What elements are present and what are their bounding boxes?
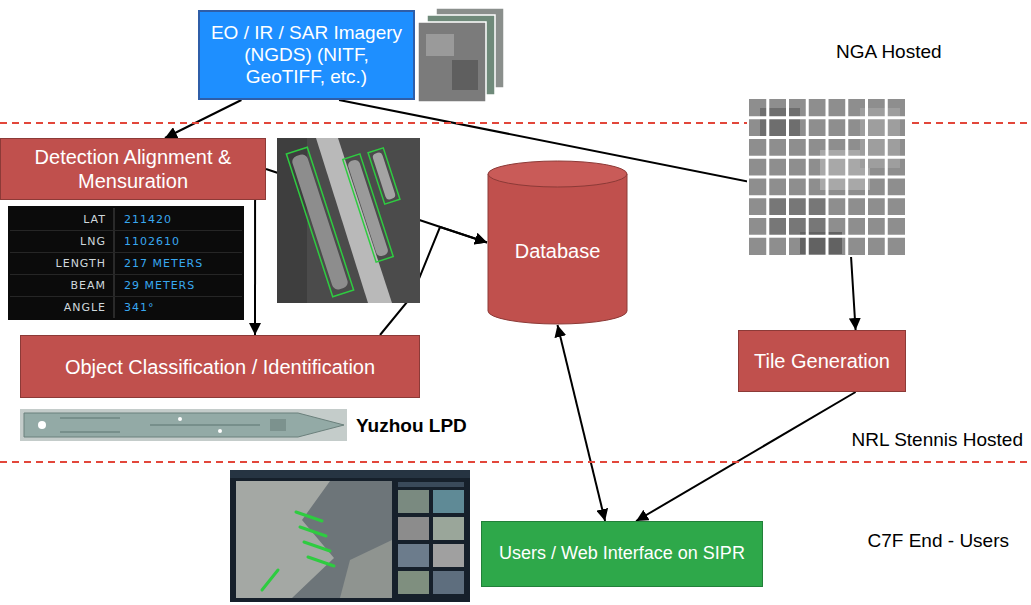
flow-arrow bbox=[558, 325, 606, 521]
cylinder-top bbox=[488, 161, 627, 187]
sidebar-thumbnail bbox=[433, 571, 464, 594]
sidebar-thumbnail bbox=[433, 544, 464, 567]
table-cell: LAT bbox=[83, 213, 106, 227]
table-cell: 211420 bbox=[124, 213, 172, 227]
region-label: NGA Hosted bbox=[836, 40, 942, 64]
table-cell: 217 METERS bbox=[124, 257, 203, 271]
image-texture bbox=[426, 34, 454, 56]
screenshot-map bbox=[236, 481, 392, 598]
map-land bbox=[340, 540, 392, 598]
node-text: Tile Generation bbox=[754, 349, 890, 373]
image-caption: Yuzhou LPD bbox=[356, 414, 467, 438]
table-cell: 341° bbox=[124, 301, 155, 315]
panel-divider bbox=[114, 208, 115, 318]
panel-row-rule bbox=[10, 231, 242, 297]
ship-detection bbox=[368, 148, 400, 204]
sidebar-thumbnail bbox=[398, 517, 429, 540]
ship-hull bbox=[291, 153, 349, 291]
node-text: Object Classification / Identification bbox=[65, 355, 375, 379]
boundary-line bbox=[0, 461, 1031, 463]
database-cylinder: Database bbox=[487, 160, 628, 325]
ship-hull bbox=[24, 413, 344, 437]
table-cell: LENGTH bbox=[56, 257, 106, 271]
sidebar-thumbnail bbox=[398, 571, 429, 594]
source-box: EO / IR / SAR Imagery (NGDS) (NITF, GeoT… bbox=[198, 10, 415, 100]
sidebar-header bbox=[398, 482, 464, 487]
process-box: Tile Generation bbox=[738, 330, 906, 392]
table-cell: ANGLE bbox=[64, 301, 106, 315]
ship-deck-line bbox=[60, 418, 260, 432]
image-texture bbox=[452, 60, 478, 90]
node-text: EO / IR / SAR Imagery (NGDS) (NITF, GeoT… bbox=[208, 22, 405, 88]
tile-gap bbox=[748, 98, 906, 256]
map-land bbox=[236, 481, 334, 598]
ship-marker bbox=[262, 512, 334, 590]
interface-box: Users / Web Interface on SIPR bbox=[481, 521, 763, 587]
ship-image bbox=[20, 409, 347, 441]
alignment-box bbox=[368, 148, 400, 204]
node-text: Database bbox=[515, 239, 601, 263]
process-box: Detection Alignment & Mensuration bbox=[0, 138, 266, 200]
image-thumbnail bbox=[418, 22, 486, 102]
sidebar-thumbnail bbox=[398, 544, 429, 567]
tile-grid bbox=[748, 98, 906, 256]
deck-marking bbox=[38, 421, 46, 429]
deck-marking bbox=[178, 417, 182, 421]
process-box: Object Classification / Identification bbox=[20, 335, 420, 398]
sidebar-thumbnail bbox=[398, 490, 429, 513]
table-cell: 1102610 bbox=[124, 235, 180, 249]
tile-border bbox=[748, 98, 906, 256]
alignment-box bbox=[286, 147, 353, 296]
region-label: C7F End - Users bbox=[868, 529, 1009, 553]
table-cell: BEAM bbox=[70, 279, 106, 293]
flow-arrow bbox=[165, 100, 241, 138]
cylinder-body bbox=[488, 174, 627, 324]
ship-detection bbox=[286, 147, 353, 296]
detection-image bbox=[277, 138, 420, 303]
node-text: Users / Web Interface on SIPR bbox=[499, 543, 745, 565]
sidebar-thumbnail bbox=[433, 517, 464, 540]
flow-arrow bbox=[254, 200, 256, 335]
sidebar-thumbnail bbox=[433, 490, 464, 513]
region-label: NRL Stennis Hosted bbox=[852, 428, 1023, 452]
flow-arrow bbox=[636, 392, 856, 521]
screenshot-frame bbox=[230, 470, 470, 602]
table-cell: LNG bbox=[80, 235, 106, 249]
tile-texture bbox=[760, 108, 800, 138]
data-panel bbox=[8, 206, 244, 320]
table-cell: 29 METERS bbox=[124, 279, 195, 293]
ship-superstructure bbox=[270, 419, 286, 431]
screenshot-toolbar bbox=[230, 470, 470, 478]
node-text: Detection Alignment & Mensuration bbox=[11, 145, 255, 193]
deck-marking bbox=[218, 429, 222, 433]
